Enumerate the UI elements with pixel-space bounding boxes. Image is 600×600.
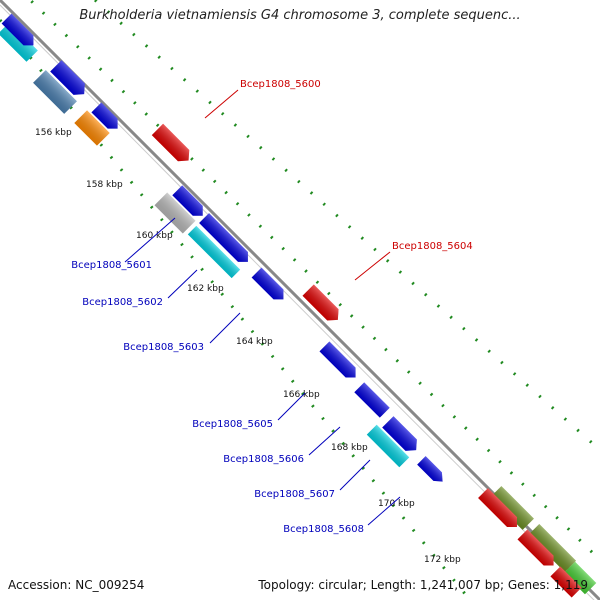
gene-blue-5606b xyxy=(382,416,417,451)
gene-blue-5601a-shade xyxy=(172,185,203,216)
scale-label-7: 170 kbp xyxy=(378,499,415,509)
gene-cyan-5602 xyxy=(187,225,241,279)
map-title: Burkholderia vietnamiensis G4 chromosome… xyxy=(79,8,521,23)
gene-label-2: Bcep1808_5601 xyxy=(71,260,152,271)
gene-red-5604-shade xyxy=(302,284,339,321)
gene-cyan-top xyxy=(0,22,38,62)
gene-label-6: Bcep1808_5606 xyxy=(223,454,304,465)
gene-blue-5602 xyxy=(199,213,248,262)
gene-cyan-5607 xyxy=(366,424,410,468)
gene-blue-a xyxy=(50,60,85,95)
gc-track-2 xyxy=(94,0,600,452)
gene-label-1: Bcep1808_5604 xyxy=(392,241,473,252)
gene-label-7: Bcep1808_5607 xyxy=(254,489,335,500)
gene-labels: Bcep1808_5600Bcep1808_5604Bcep1808_5601B… xyxy=(71,79,473,535)
gene-olive-1 xyxy=(490,486,534,530)
leader-line-1 xyxy=(354,251,391,281)
scale-label-3: 162 kbp xyxy=(187,284,224,294)
leader-line-6 xyxy=(308,426,341,456)
gene-blue-top xyxy=(1,13,34,46)
gene-label-3: Bcep1808_5602 xyxy=(82,297,163,308)
scale-label-0: 156 kbp xyxy=(35,128,72,138)
gene-olive-2 xyxy=(527,523,577,573)
leader-line-7 xyxy=(339,459,371,491)
gene-blue-5603 xyxy=(251,267,284,300)
gene-blue-5602-shade xyxy=(199,213,248,262)
gene-green xyxy=(563,561,597,595)
gene-blue-5606a xyxy=(354,382,390,418)
gene-olive-1-shade xyxy=(490,486,534,530)
gene-orange xyxy=(74,110,110,146)
summary-text: Topology: circular; Length: 1,241,007 bp… xyxy=(258,578,588,592)
leader-line-2 xyxy=(124,217,176,263)
gene-steel-shade xyxy=(33,70,77,114)
gene-blue-top-shade xyxy=(1,13,34,46)
gene-label-5: Bcep1808_5605 xyxy=(192,419,273,430)
gene-blue-5603-shade xyxy=(251,267,284,300)
gene-gray-5601 xyxy=(154,192,196,234)
gene-orange-shade xyxy=(74,110,110,146)
gene-red-br1 xyxy=(478,488,517,527)
gene-red-br3-shade xyxy=(550,566,582,598)
gene-label-0: Bcep1808_5600 xyxy=(240,79,321,90)
gene-red-5600-shade xyxy=(151,123,190,162)
gene-steel xyxy=(33,70,77,114)
leader-line-8 xyxy=(367,496,401,526)
gene-red-5600 xyxy=(151,123,190,162)
gene-blue-5605 xyxy=(319,341,356,378)
leader-line-0 xyxy=(204,89,239,119)
scale-label-4: 164 kbp xyxy=(236,337,273,347)
gene-cyan-5607-shade xyxy=(366,424,410,468)
leader-line-5 xyxy=(277,392,306,421)
scale-label-5: 166 kbp xyxy=(283,390,320,400)
gene-gray-5601-shade xyxy=(154,192,196,234)
scale-label-1: 158 kbp xyxy=(86,180,123,190)
gene-blue-5601a xyxy=(172,185,203,216)
gene-red-br2-shade xyxy=(517,529,554,566)
gene-olive-2-shade xyxy=(527,523,577,573)
gene-red-br1-shade xyxy=(478,488,517,527)
gene-red-5604 xyxy=(302,284,339,321)
gene-red-br3 xyxy=(550,566,582,598)
gene-cyan-top-shade xyxy=(0,22,38,62)
accession-text: Accession: NC_009254 xyxy=(8,578,145,592)
gene-label-4: Bcep1808_5603 xyxy=(123,342,204,353)
gene-blue-5606b-shade xyxy=(382,416,417,451)
leader-line-3 xyxy=(167,269,198,299)
gene-blue-5608 xyxy=(417,456,443,482)
scale-label-8: 172 kbp xyxy=(424,555,461,565)
gene-blue-5608-shade xyxy=(417,456,443,482)
scale-label-6: 168 kbp xyxy=(331,443,368,453)
gene-red-br2 xyxy=(517,529,554,566)
gene-blue-5606a-shade xyxy=(354,382,390,418)
leader-line-4 xyxy=(209,312,241,344)
gene-features xyxy=(0,13,597,598)
gene-blue-b-shade xyxy=(91,102,118,129)
gene-blue-b xyxy=(91,102,118,129)
gene-blue-a-shade xyxy=(50,60,85,95)
gene-label-8: Bcep1808_5608 xyxy=(283,524,364,535)
gene-green-shade xyxy=(563,561,597,595)
gene-cyan-5602-shade xyxy=(187,225,241,279)
gene-blue-5605-shade xyxy=(319,341,356,378)
